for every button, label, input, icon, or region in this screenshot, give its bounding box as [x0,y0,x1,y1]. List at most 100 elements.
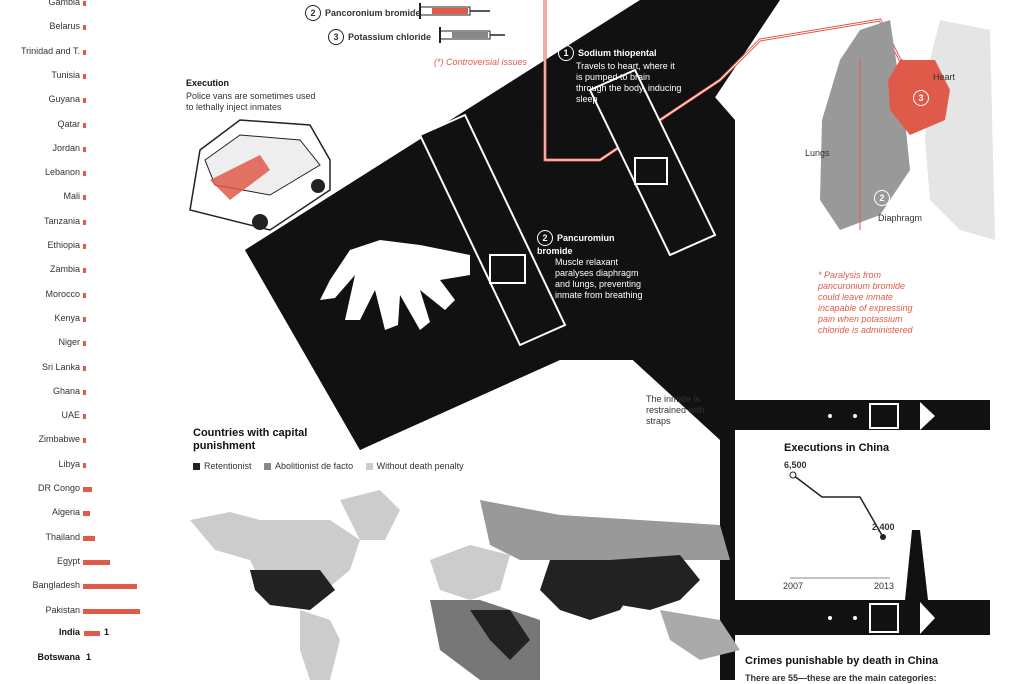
country-bar [83,414,86,420]
china-title: Executions in China [784,442,890,454]
country-label: Tanzania [43,215,80,226]
country-label: DR Congo [37,483,80,493]
country-bar [83,535,95,541]
country-label: UAE [61,410,80,421]
country-label: Mali [63,191,80,202]
country-bar [83,98,86,104]
country-bar [83,1,86,6]
execution-title: Execution [186,78,230,88]
strap-2 [588,68,717,257]
country-bar [83,316,86,322]
china-v1: 6,500 [784,460,807,470]
country-bar [83,341,86,347]
strap-4 [725,602,990,634]
syringe-2-icon [419,3,490,19]
botswana-value: 1 [86,652,92,662]
diaphragm-badge: 2 [874,190,890,206]
heart-label: Heart [933,72,956,82]
country-bar [83,292,86,298]
country-label: Tunisia [51,69,80,80]
country-label: Trinidad and T. [20,45,80,56]
sodium-block: 1 Sodium thiopental Travels to heart, whe… [558,45,683,105]
legend-abolitionist: Abolitionist de facto [264,461,353,471]
syringe-3-icon [439,27,505,43]
step-3-badge: 3 [328,29,344,45]
country-bar [83,462,86,468]
country-bar [83,219,86,225]
strap-1 [418,113,567,347]
restrained-label: The inmate is restrained with straps [646,394,705,426]
china-chart [789,471,890,579]
drug-3-label: Potassium chloride [348,32,432,42]
pancuronium-title: Pancuromiun bromide [537,233,615,256]
country-bar [83,25,86,31]
country-bar [83,608,140,614]
country-label: Morocco [45,288,80,299]
controversial-note: (*) Controversial issues [434,57,528,67]
country-label: Qatar [57,118,80,129]
strap-3 [725,402,990,430]
country-bar [83,244,86,249]
country-label: Lebanon [44,167,80,178]
china-x2: 2013 [874,581,895,591]
country-label: Zimbabwe [38,434,80,445]
step-2b-badge: 2 [537,230,553,246]
india-value: 1 [104,627,110,637]
country-bar [83,584,137,590]
sodium-text: Travels to heart, where it is pumped to … [576,61,682,104]
drug-2-label: Pancoronium bromide [325,8,421,18]
country-label: Ethiopia [47,240,80,250]
world-map [190,490,740,680]
crimes-sub: There are 55—these are the main categori… [745,673,937,683]
botswana-row: Botswana 1 [0,652,180,664]
sodium-title: Sodium thiopental [578,48,657,58]
country-label: Libya [58,458,80,469]
country-label: Algeria [51,507,80,518]
map-legend: Retentionist Abolitionist de facto Witho… [193,461,464,472]
country-label: Zambia [49,264,80,275]
country-bar [83,171,86,177]
china-v2: 2,400 [872,522,895,532]
execution-text: Police vans are sometimes used to lethal… [186,91,316,112]
country-bar [83,438,86,444]
step-1-badge: 1 [558,45,574,61]
van [189,119,331,231]
heart-badge: 3 [913,90,929,106]
step-2-badge: 2 [305,5,321,21]
country-label: Bangladesh [32,580,80,591]
country-bar [83,122,86,128]
country-bar [83,511,91,517]
country-label: Sri Lanka [41,361,80,372]
country-bar [83,365,86,371]
country-bar [83,389,86,395]
paralysis-note: * Paralysis from pancuronium bromide cou… [818,270,913,335]
pancuronium-text: Muscle relaxant paralyses diaphragm and … [555,257,643,300]
china-x1: 2007 [783,581,804,591]
map-title: Countries with capital punishment [193,427,308,452]
country-label: Gambia [48,0,80,7]
country-bar [83,268,86,274]
drug-item-2: 2 Pancoronium bromide [305,5,421,21]
country-label: Pakistan [45,604,80,615]
legend-without: Without death penalty [365,461,464,471]
country-bar [83,49,86,55]
country-label: Guyana [48,94,80,105]
illustration [189,0,995,680]
botswana-label: Botswana [37,652,80,662]
country-label: Ghana [52,385,80,396]
drug-item-3: 3 Potassium chloride [328,29,431,45]
country-bar [83,73,86,79]
legend-retentionist: Retentionist [193,461,252,471]
crimes-title: Crimes punishable by death in China [745,655,939,667]
country-label: Niger [58,337,80,348]
lungs [820,20,995,240]
country-bar [83,559,110,565]
hand-silhouette [320,240,470,330]
country-label: Belarus [49,21,80,32]
india-row: India 1 [0,627,180,639]
country-label: Jordan [52,142,80,153]
diaphragm-label: Diaphragm [878,213,923,223]
table-leg [905,530,928,600]
